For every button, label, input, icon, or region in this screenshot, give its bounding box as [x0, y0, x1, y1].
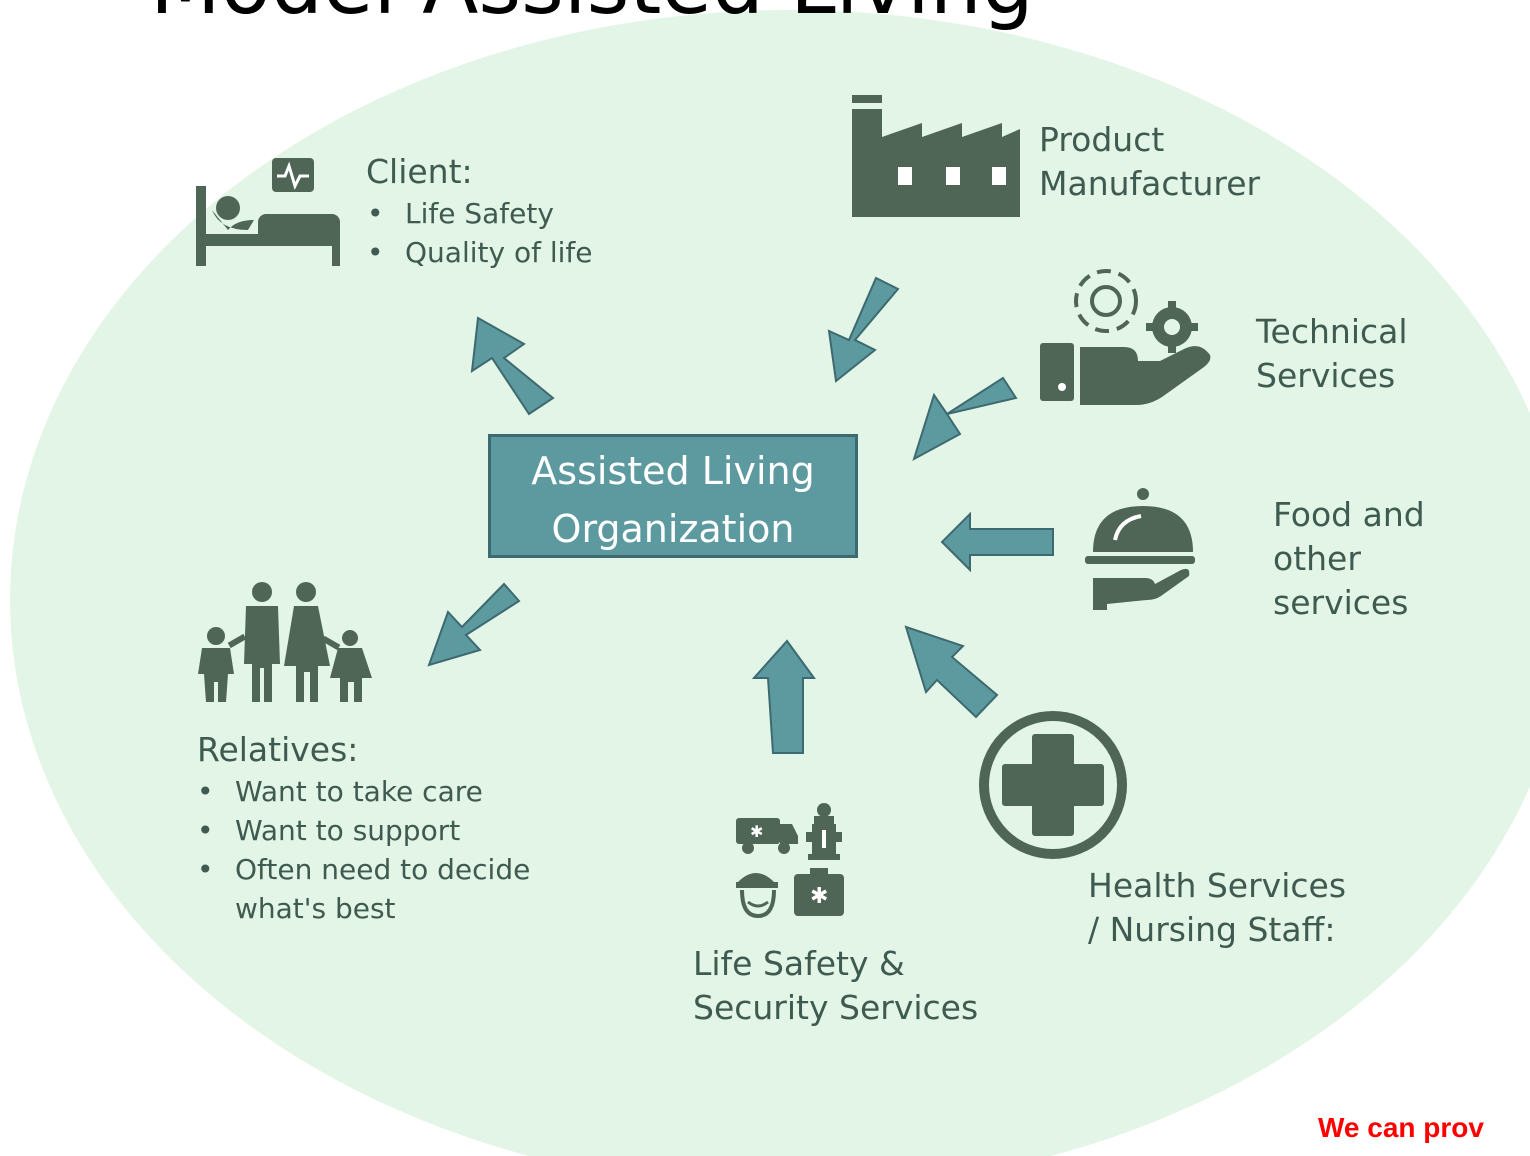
lifesafety-line-1: Life Safety & [693, 944, 905, 983]
arrow-from-lifesafety [751, 639, 816, 754]
page-title: Model Assisted Living [150, 0, 1034, 33]
svg-text:✱: ✱ [750, 822, 763, 841]
center-line-1: Assisted Living [531, 449, 815, 493]
health-line-2: / Nursing Staff: [1088, 910, 1336, 949]
list-item: Quality of life [367, 233, 592, 272]
list-item: Life Safety [367, 194, 592, 233]
family-icon [198, 582, 372, 702]
relatives-heading: Relatives: [197, 730, 359, 769]
hospital-bed-icon [196, 158, 340, 266]
technical-line-2: Services [1256, 356, 1396, 395]
food-line-2: other [1273, 539, 1361, 578]
manufacturer-line-1: Product [1039, 120, 1165, 159]
food-label: Food and other services [1273, 493, 1425, 625]
arrow-to-relatives [427, 582, 521, 667]
lifesafety-label: Life Safety & Security Services [693, 942, 978, 1030]
health-line-1: Health Services [1088, 866, 1347, 905]
factory-icon [852, 95, 1020, 217]
svg-text:✱: ✱ [810, 884, 828, 909]
red-note-text: We can prov [1318, 1112, 1484, 1143]
serving-cloche-icon [1085, 488, 1195, 610]
client-heading: Client: [366, 152, 473, 191]
center-organization-box: Assisted Living Organization [488, 434, 858, 558]
technical-label: Technical Services [1256, 310, 1408, 398]
food-line-1: Food and [1273, 495, 1425, 534]
hand-gears-icon [1040, 269, 1211, 405]
food-line-3: services [1273, 583, 1409, 622]
relatives-list: Want to take care Want to support Often … [197, 772, 587, 928]
arrow-from-health [904, 625, 999, 719]
list-item: Often need to decide what's best [197, 850, 587, 928]
arrow-from-technical [912, 376, 1018, 462]
technical-line-1: Technical [1256, 312, 1408, 351]
list-item: Want to support [197, 811, 587, 850]
list-item: Want to take care [197, 772, 587, 811]
medical-cross-icon [979, 711, 1127, 859]
health-label: Health Services / Nursing Staff: [1088, 864, 1346, 952]
manufacturer-line-2: Manufacturer [1039, 164, 1261, 203]
manufacturer-label: Product Manufacturer [1039, 118, 1260, 206]
center-line-2: Organization [551, 507, 795, 551]
client-list: Life Safety Quality of life [367, 194, 592, 272]
emergency-services-icon: ✱ ✱ [736, 803, 844, 919]
lifesafety-line-2: Security Services [693, 988, 979, 1027]
arrow-from-food [940, 511, 1054, 573]
arrow-from-manufacturer [827, 276, 900, 383]
arrow-to-client [470, 316, 555, 416]
